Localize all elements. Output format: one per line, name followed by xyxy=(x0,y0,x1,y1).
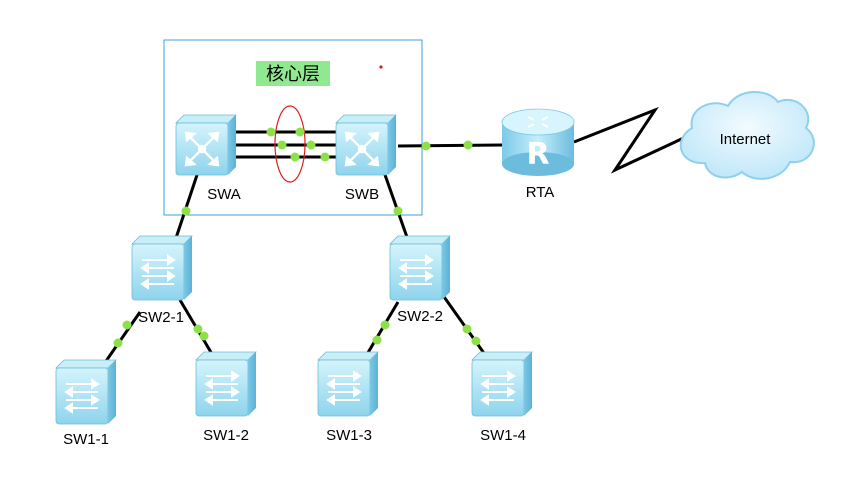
port-dot xyxy=(290,152,300,162)
core-layer-label-bg xyxy=(256,61,330,86)
sw1-3-label: SW1-3 xyxy=(326,427,372,444)
port-dot xyxy=(463,140,473,150)
sw1-2-switch-icon[interactable] xyxy=(195,351,257,417)
port-dot xyxy=(372,335,382,345)
port-dot xyxy=(393,206,403,216)
swa-core-switch-icon[interactable] xyxy=(175,114,237,176)
core-layer-label: 核心层 xyxy=(266,64,320,85)
sw1-4-switch-icon[interactable] xyxy=(471,351,533,417)
port-dot xyxy=(193,324,203,334)
port-dot xyxy=(277,140,287,150)
port-dot xyxy=(113,338,123,348)
swa-label: SWA xyxy=(207,186,241,203)
internet-label: Internet xyxy=(720,131,772,148)
sw2-2-label: SW2-2 xyxy=(397,308,443,325)
port-dot xyxy=(471,336,481,346)
sw1-3-switch-icon[interactable] xyxy=(317,351,379,417)
rta-router-icon[interactable]: R xyxy=(501,108,575,176)
port-dot xyxy=(421,141,431,151)
serial-link-rta-internet xyxy=(573,106,691,174)
link-sw2-2-sw1-4 xyxy=(440,293,488,357)
link-sw2-1-sw1-1 xyxy=(102,311,142,365)
port-dot xyxy=(380,320,390,330)
internet-cloud-icon[interactable] xyxy=(679,90,815,180)
port-dot xyxy=(320,152,330,162)
link-swb-sw2-2 xyxy=(382,171,410,241)
sw2-1-switch-icon[interactable] xyxy=(131,235,193,301)
port-dot xyxy=(266,127,276,137)
link-swb-rta xyxy=(397,143,503,148)
port-dots xyxy=(113,127,481,348)
sw1-1-switch-icon[interactable] xyxy=(55,359,117,425)
port-dot xyxy=(306,140,316,150)
port-dot xyxy=(199,331,209,341)
core-layer-box xyxy=(163,39,423,216)
swb-label: SWB xyxy=(345,186,379,203)
sw2-1-label: SW2-1 xyxy=(138,309,184,326)
red-marker-dot xyxy=(379,65,383,69)
svg-text:R: R xyxy=(526,137,549,172)
sw1-2-label: SW1-2 xyxy=(203,427,249,444)
link-aggregation-ellipse xyxy=(274,105,306,183)
rta-label: RTA xyxy=(526,184,555,201)
port-dot xyxy=(122,320,132,330)
swb-core-switch-icon[interactable] xyxy=(335,114,397,176)
sw1-4-label: SW1-4 xyxy=(480,427,526,444)
link-swa-sw2-1 xyxy=(174,171,200,239)
port-dot xyxy=(181,206,191,216)
port-dot xyxy=(295,127,305,137)
link-sw2-2-sw1-3 xyxy=(364,301,400,357)
sw2-2-switch-icon[interactable] xyxy=(389,235,451,301)
port-dot xyxy=(462,324,472,334)
sw1-1-label: SW1-1 xyxy=(63,431,109,448)
